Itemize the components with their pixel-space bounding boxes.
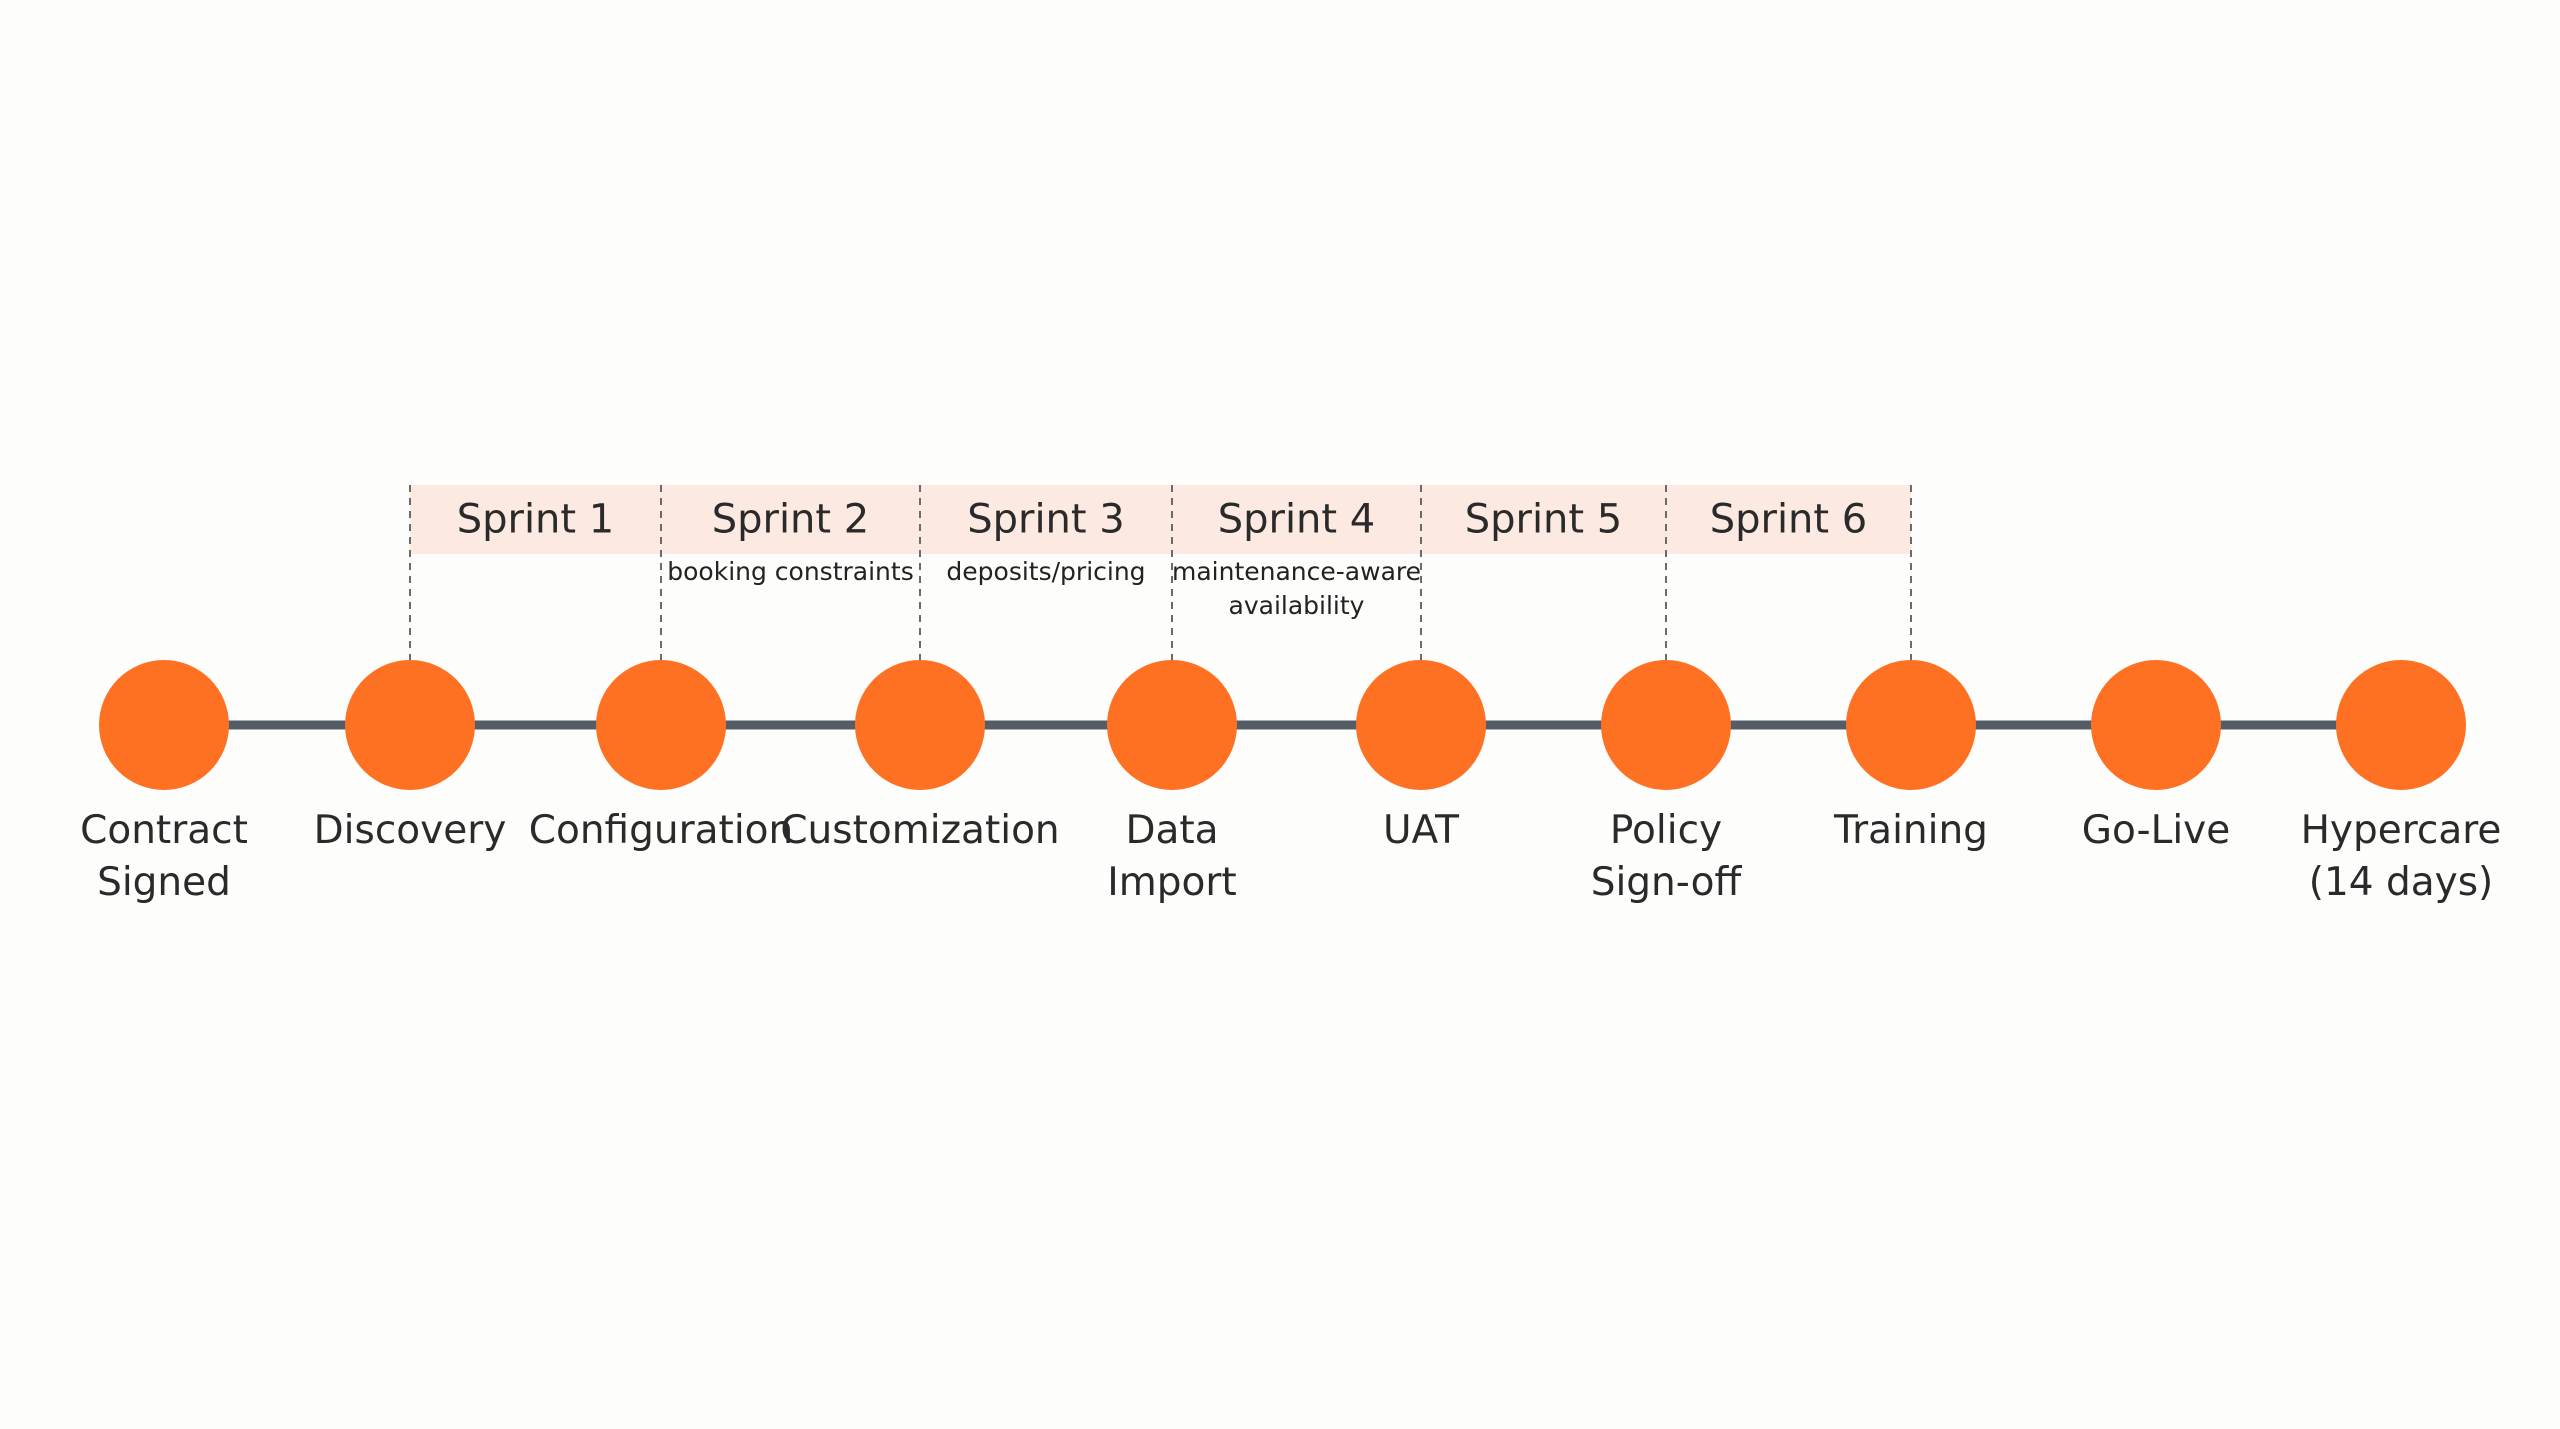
milestone-node — [2336, 660, 2466, 790]
sprint-bands — [410, 485, 1911, 554]
sprint-note: booking constraints — [667, 557, 913, 586]
sprint-labels: Sprint 1 Sprint 2 Sprint 3 Sprint 4 Sprint 5… — [457, 497, 1868, 543]
milestone-node — [1107, 660, 1237, 790]
sprint-label: Sprint 5 — [1465, 497, 1623, 543]
milestone-label: UAT — [1383, 808, 1459, 853]
sprint-notes: booking constraints deposits/pricing maint… — [667, 557, 1421, 620]
milestone-node — [1356, 660, 1486, 790]
sprint-band — [920, 485, 1172, 554]
sprint-label: Sprint 1 — [457, 497, 615, 543]
sprint-band — [410, 485, 661, 554]
milestone-node — [596, 660, 726, 790]
milestone-node — [99, 660, 229, 790]
milestone-label: Training — [1833, 808, 1988, 853]
milestone-label: Customization — [780, 808, 1059, 853]
milestone-node — [2091, 660, 2221, 790]
milestone-label: Configuration — [529, 808, 794, 853]
milestone-nodes — [99, 660, 2466, 790]
milestone-node — [855, 660, 985, 790]
sprint-label: Sprint 3 — [967, 497, 1125, 543]
milestone-node — [345, 660, 475, 790]
sprint-label: Sprint 2 — [712, 497, 870, 543]
milestone-label: Hypercare(14 days) — [2301, 808, 2502, 905]
sprint-dividers — [409, 485, 1912, 662]
milestone-label: Go-Live — [2082, 808, 2231, 853]
sprint-band — [1172, 485, 1421, 554]
sprint-label: Sprint 4 — [1218, 497, 1376, 543]
sprint-band — [661, 485, 920, 554]
milestone-node — [1846, 660, 1976, 790]
sprint-label: Sprint 6 — [1710, 497, 1868, 543]
milestone-label: Discovery — [314, 808, 507, 853]
sprint-note: deposits/pricing — [946, 557, 1145, 586]
sprint-band — [1421, 485, 1666, 554]
sprint-band — [1666, 485, 1911, 554]
milestone-node — [1601, 660, 1731, 790]
